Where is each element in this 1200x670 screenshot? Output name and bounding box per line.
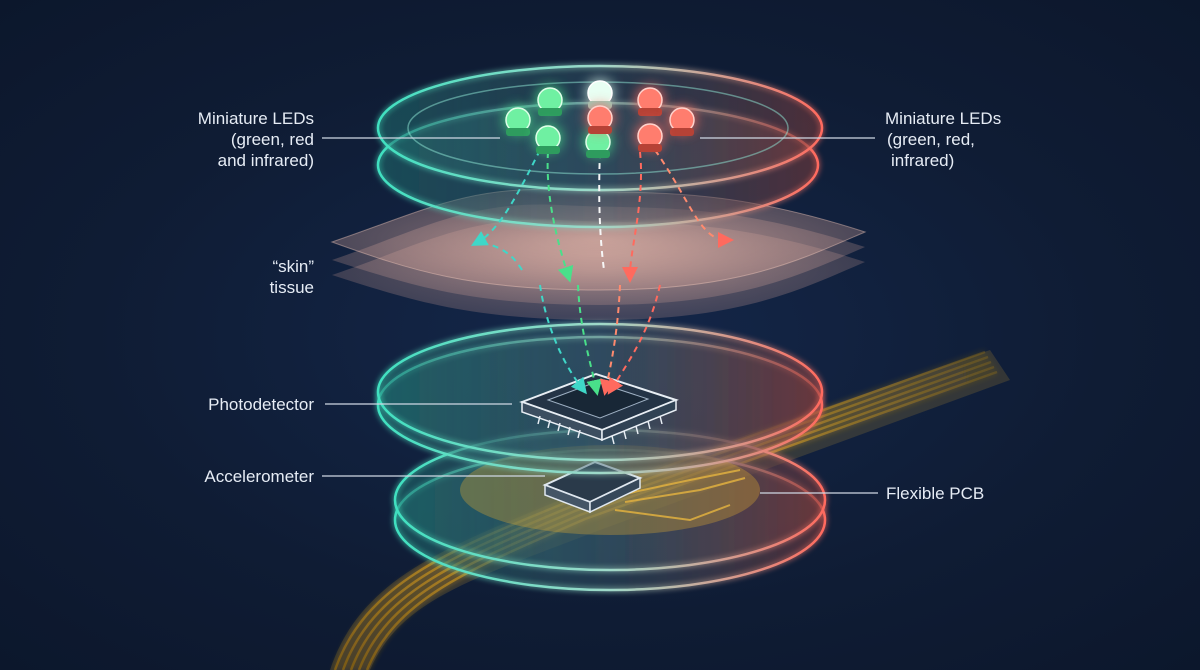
label-flexible-pcb-text: Flexible PCB (886, 484, 985, 503)
led-green-3 (534, 124, 562, 154)
label-leds-left-line-1: Miniature LEDs (197, 109, 314, 128)
label-leds-left-line-3: and infrared) (217, 151, 314, 170)
label-leds-right-line-3: infrared) (891, 151, 955, 170)
label-skin-line-1: “skin” (272, 257, 314, 276)
label-photodetector: Photodetector (208, 394, 314, 415)
led-red-4 (636, 122, 664, 152)
label-flexible-pcb: Flexible PCB (886, 483, 984, 504)
label-accelerometer-text: Accelerometer (204, 467, 314, 486)
led-green-4 (584, 128, 612, 158)
led-array (504, 79, 696, 158)
led-red-3 (668, 106, 696, 136)
led-green-2 (536, 86, 564, 116)
label-skin-tissue: “skin” tissue (270, 256, 314, 298)
led-disc (376, 64, 824, 229)
label-leds-right-line-2: (green, red, (887, 130, 975, 149)
label-leds-left-line-2: (green, red (230, 130, 314, 149)
label-leds-right-line-1: Miniature LEDs (885, 109, 1002, 128)
light-paths (470, 149, 734, 396)
led-red-2 (636, 86, 664, 116)
label-accelerometer: Accelerometer (204, 466, 314, 487)
label-leds-right: Miniature LEDs (green, red, infrared) (885, 108, 1001, 171)
led-red-1 (586, 104, 614, 134)
leader-lines (322, 137, 878, 494)
label-skin-line-2: tissue (269, 278, 314, 297)
label-leds-left: Miniature LEDs (green, red and infrared) (198, 108, 314, 171)
led-green-1 (504, 106, 532, 136)
label-photodetector-text: Photodetector (208, 395, 314, 414)
